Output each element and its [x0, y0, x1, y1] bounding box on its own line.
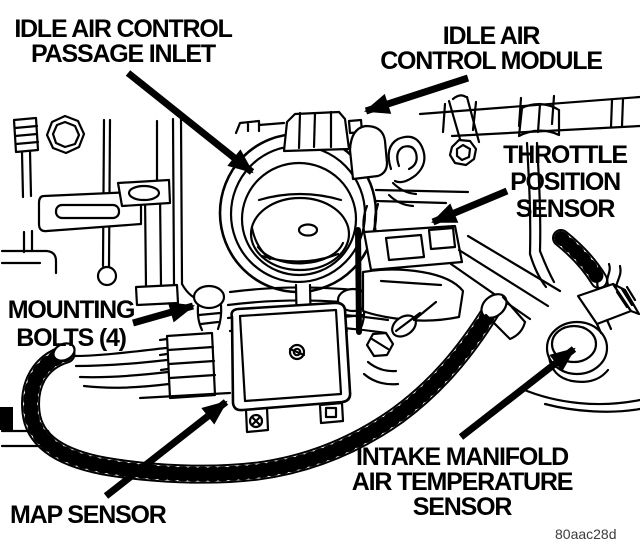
label-line: SENSOR — [515, 195, 616, 223]
label-line: THROTTLE — [503, 141, 628, 169]
manifold-bottom-curves — [520, 387, 640, 413]
figure-code: 80aac28d — [555, 526, 617, 542]
label-line: IDLE AIR CONTROL — [14, 15, 233, 43]
label-line: MOUNTING — [7, 296, 136, 324]
label-throttle-position-sensor: THROTTLE POSITION SENSOR — [492, 142, 638, 223]
mounting-bolt-left — [192, 284, 226, 332]
arrow-intake-air-temp-sensor — [458, 346, 577, 440]
label-line: INTAKE MANIFOLD — [355, 443, 569, 471]
label-line: AIR TEMPERATURE — [351, 468, 574, 496]
sensor-wires — [525, 141, 556, 289]
label-line: BOLTS (4) — [16, 324, 127, 352]
label-line: SENSOR — [412, 493, 513, 521]
label-line: POSITION — [510, 168, 621, 196]
label-line: PASSAGE INLET — [31, 40, 216, 68]
label-map-sensor: MAP SENSOR — [10, 503, 230, 528]
arrow-mounting-bolts — [132, 302, 196, 327]
hex-boss-icon — [362, 331, 400, 386]
throttle-linkage — [0, 114, 180, 307]
bottom-left-casting — [0, 407, 58, 449]
label-idle-air-control-passage-inlet: IDLE AIR CONTROL PASSAGE INLET — [6, 17, 240, 67]
intake-air-temp-sensor-part — [545, 320, 610, 383]
map-connector — [72, 331, 232, 400]
bracket-stud-icon — [447, 94, 481, 167]
arrow-throttle-position-sensor — [431, 187, 509, 226]
arrow-map-sensor — [103, 399, 229, 499]
wiring-harness — [21, 293, 527, 484]
iac-module-housing — [282, 110, 389, 181]
label-idle-air-control-module: IDLE AIR CONTROL MODULE — [370, 24, 612, 74]
casting-left — [116, 117, 199, 301]
label-line: IDLE AIR — [442, 22, 541, 50]
label-line: CONTROL MODULE — [380, 47, 603, 75]
label-mounting-bolts: MOUNTING BOLTS (4) — [0, 296, 144, 352]
throttle-position-sensor-part — [355, 224, 465, 338]
runner-diagonals — [449, 234, 562, 321]
corrugated-boot — [552, 229, 608, 289]
label-intake-manifold-air-temperature-sensor: INTAKE MANIFOLD AIR TEMPERATURE SENSOR — [348, 445, 576, 520]
map-sensor-part — [230, 301, 352, 434]
imat-connector — [576, 262, 640, 335]
label-line: MAP SENSOR — [10, 501, 167, 529]
body-edge-lines — [374, 188, 470, 205]
arrow-iac-module — [364, 74, 470, 115]
hose-band-icon — [517, 102, 561, 138]
arrow-iac-passage-inlet — [125, 70, 255, 175]
